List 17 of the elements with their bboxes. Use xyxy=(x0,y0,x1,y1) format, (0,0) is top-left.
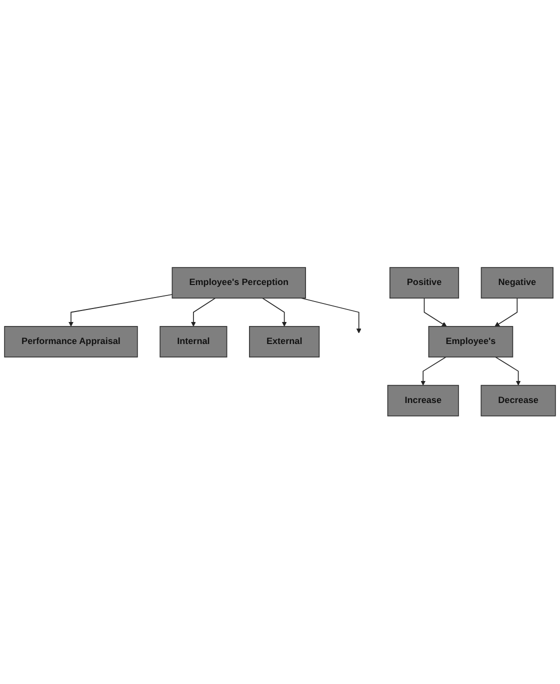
node-box: Increase xyxy=(387,385,459,417)
node-box: External xyxy=(249,326,320,358)
arrow xyxy=(262,298,287,327)
node-box: Performance Appraisal xyxy=(4,326,138,358)
node-box: Employee's xyxy=(428,326,514,358)
node-box: Internal xyxy=(160,326,228,358)
arrow xyxy=(495,356,521,386)
arrow xyxy=(424,298,447,327)
arrow xyxy=(68,294,173,327)
node-box: Employee's Perception xyxy=(172,267,306,299)
arrow xyxy=(494,298,518,327)
arrow xyxy=(420,356,446,386)
node-box: Negative xyxy=(480,267,554,299)
node-box: Positive xyxy=(389,267,460,299)
node-box: Decrease xyxy=(480,385,556,417)
arrow xyxy=(190,298,216,327)
arrow xyxy=(300,298,362,334)
